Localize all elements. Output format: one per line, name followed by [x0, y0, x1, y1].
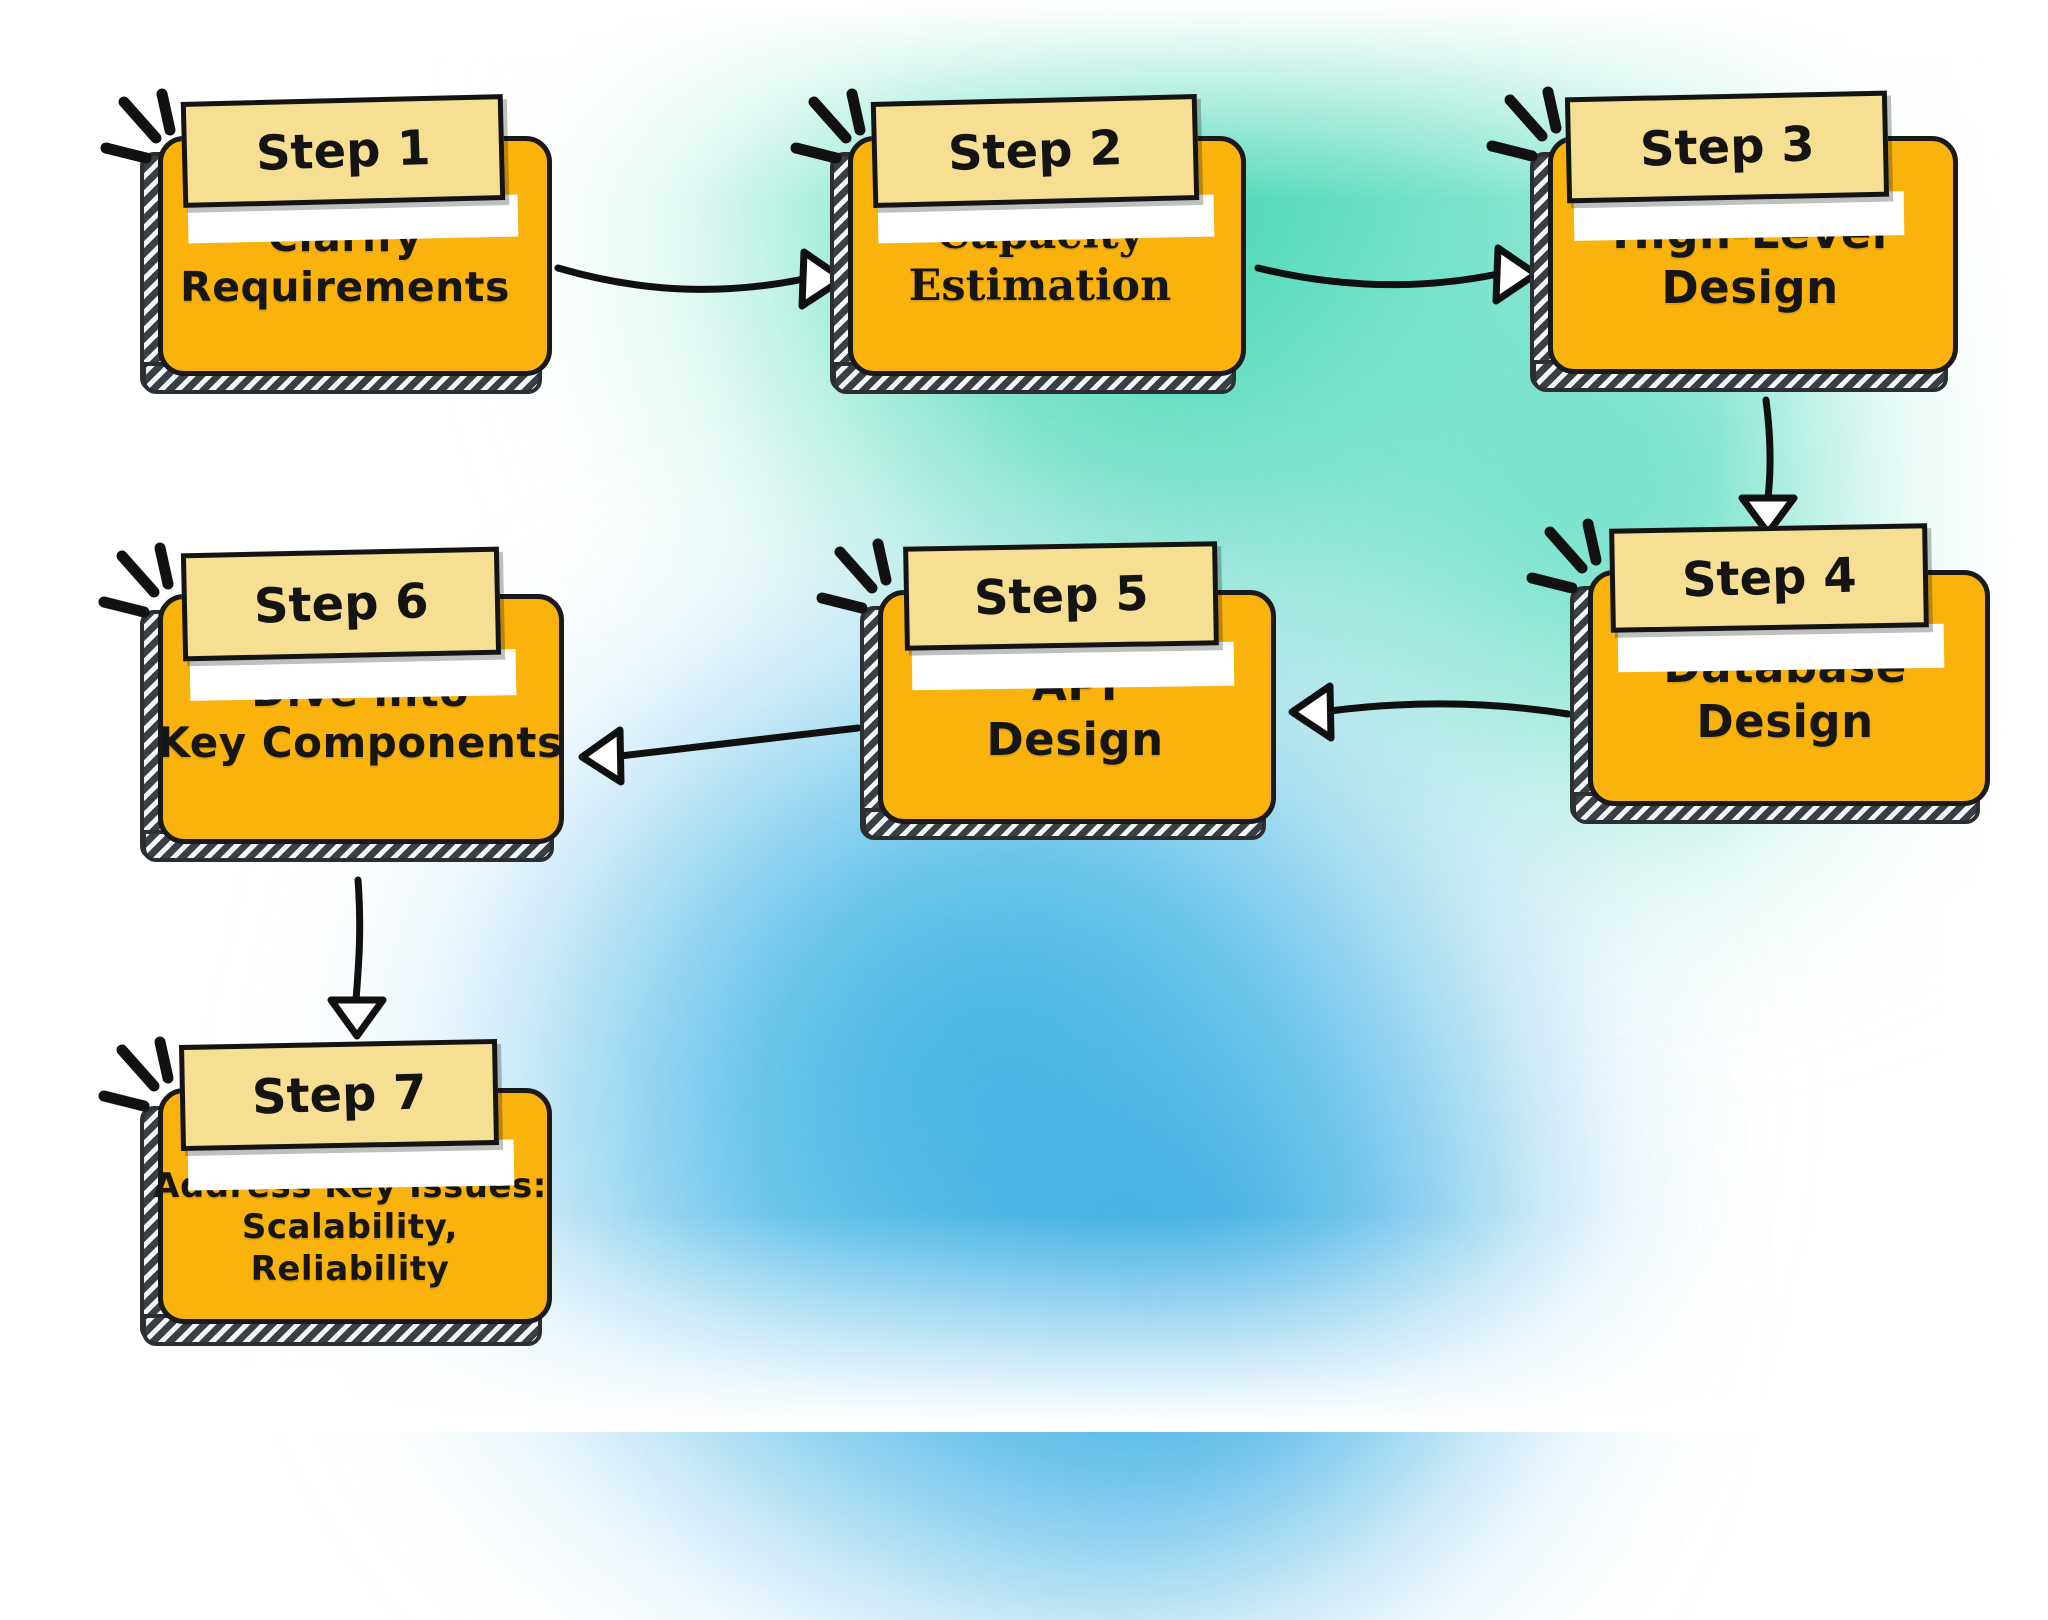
node-body-line2: Design: [986, 712, 1164, 766]
node-tab-step4[interactable]: Step 4: [1609, 523, 1929, 633]
node-step1[interactable]: Clarify Requirements Step 1: [100, 88, 560, 400]
node-tab-label: Step 4: [1680, 547, 1858, 609]
node-step6[interactable]: Dive into Key Components Step 6: [98, 540, 590, 880]
node-tab-step5[interactable]: Step 5: [903, 541, 1219, 651]
node-body-line2: Key Components: [157, 718, 563, 768]
node-body-line2: Scalability, Reliability: [241, 1207, 459, 1289]
node-body-line2: Design: [1696, 694, 1874, 748]
node-tab-label: Step 2: [946, 119, 1124, 183]
node-step4[interactable]: Database Design Step 4: [1526, 518, 2010, 834]
node-body-line2: Requirements: [180, 263, 510, 312]
node-tab-step2[interactable]: Step 2: [870, 94, 1200, 208]
node-tab-label: Step 1: [254, 119, 432, 183]
spark-icon: [98, 1036, 174, 1112]
spark-icon: [790, 88, 866, 164]
node-tab-label: Step 6: [252, 573, 430, 635]
node-tab-step1[interactable]: Step 1: [180, 94, 506, 208]
spark-icon: [1486, 86, 1562, 162]
node-body-line2: Design: [1661, 260, 1839, 314]
node-layer: Clarify Requirements Step 1 Capacity Est…: [98, 86, 2010, 1354]
node-tab-label: Step 7: [250, 1064, 428, 1126]
spark-icon: [98, 542, 174, 618]
node-tab-step6[interactable]: Step 6: [180, 546, 502, 662]
node-step2[interactable]: Capacity Estimation Step 2: [790, 88, 1260, 400]
node-tab-label: Step 3: [1638, 116, 1816, 178]
node-step5[interactable]: API Design Step 5: [816, 538, 1300, 852]
spark-icon: [816, 538, 892, 614]
spark-icon: [100, 88, 176, 164]
node-tab-label: Step 5: [972, 565, 1150, 627]
node-step7[interactable]: Address Key Issues: Scalability, Reliabi…: [98, 1030, 570, 1354]
node-tab-step7[interactable]: Step 7: [179, 1038, 499, 1152]
spark-icon: [1526, 518, 1602, 594]
node-tab-step3[interactable]: Step 3: [1564, 90, 1890, 204]
node-step3[interactable]: High-Level Design Step 3: [1486, 86, 1980, 400]
node-body-line2: Estimation: [908, 261, 1172, 312]
